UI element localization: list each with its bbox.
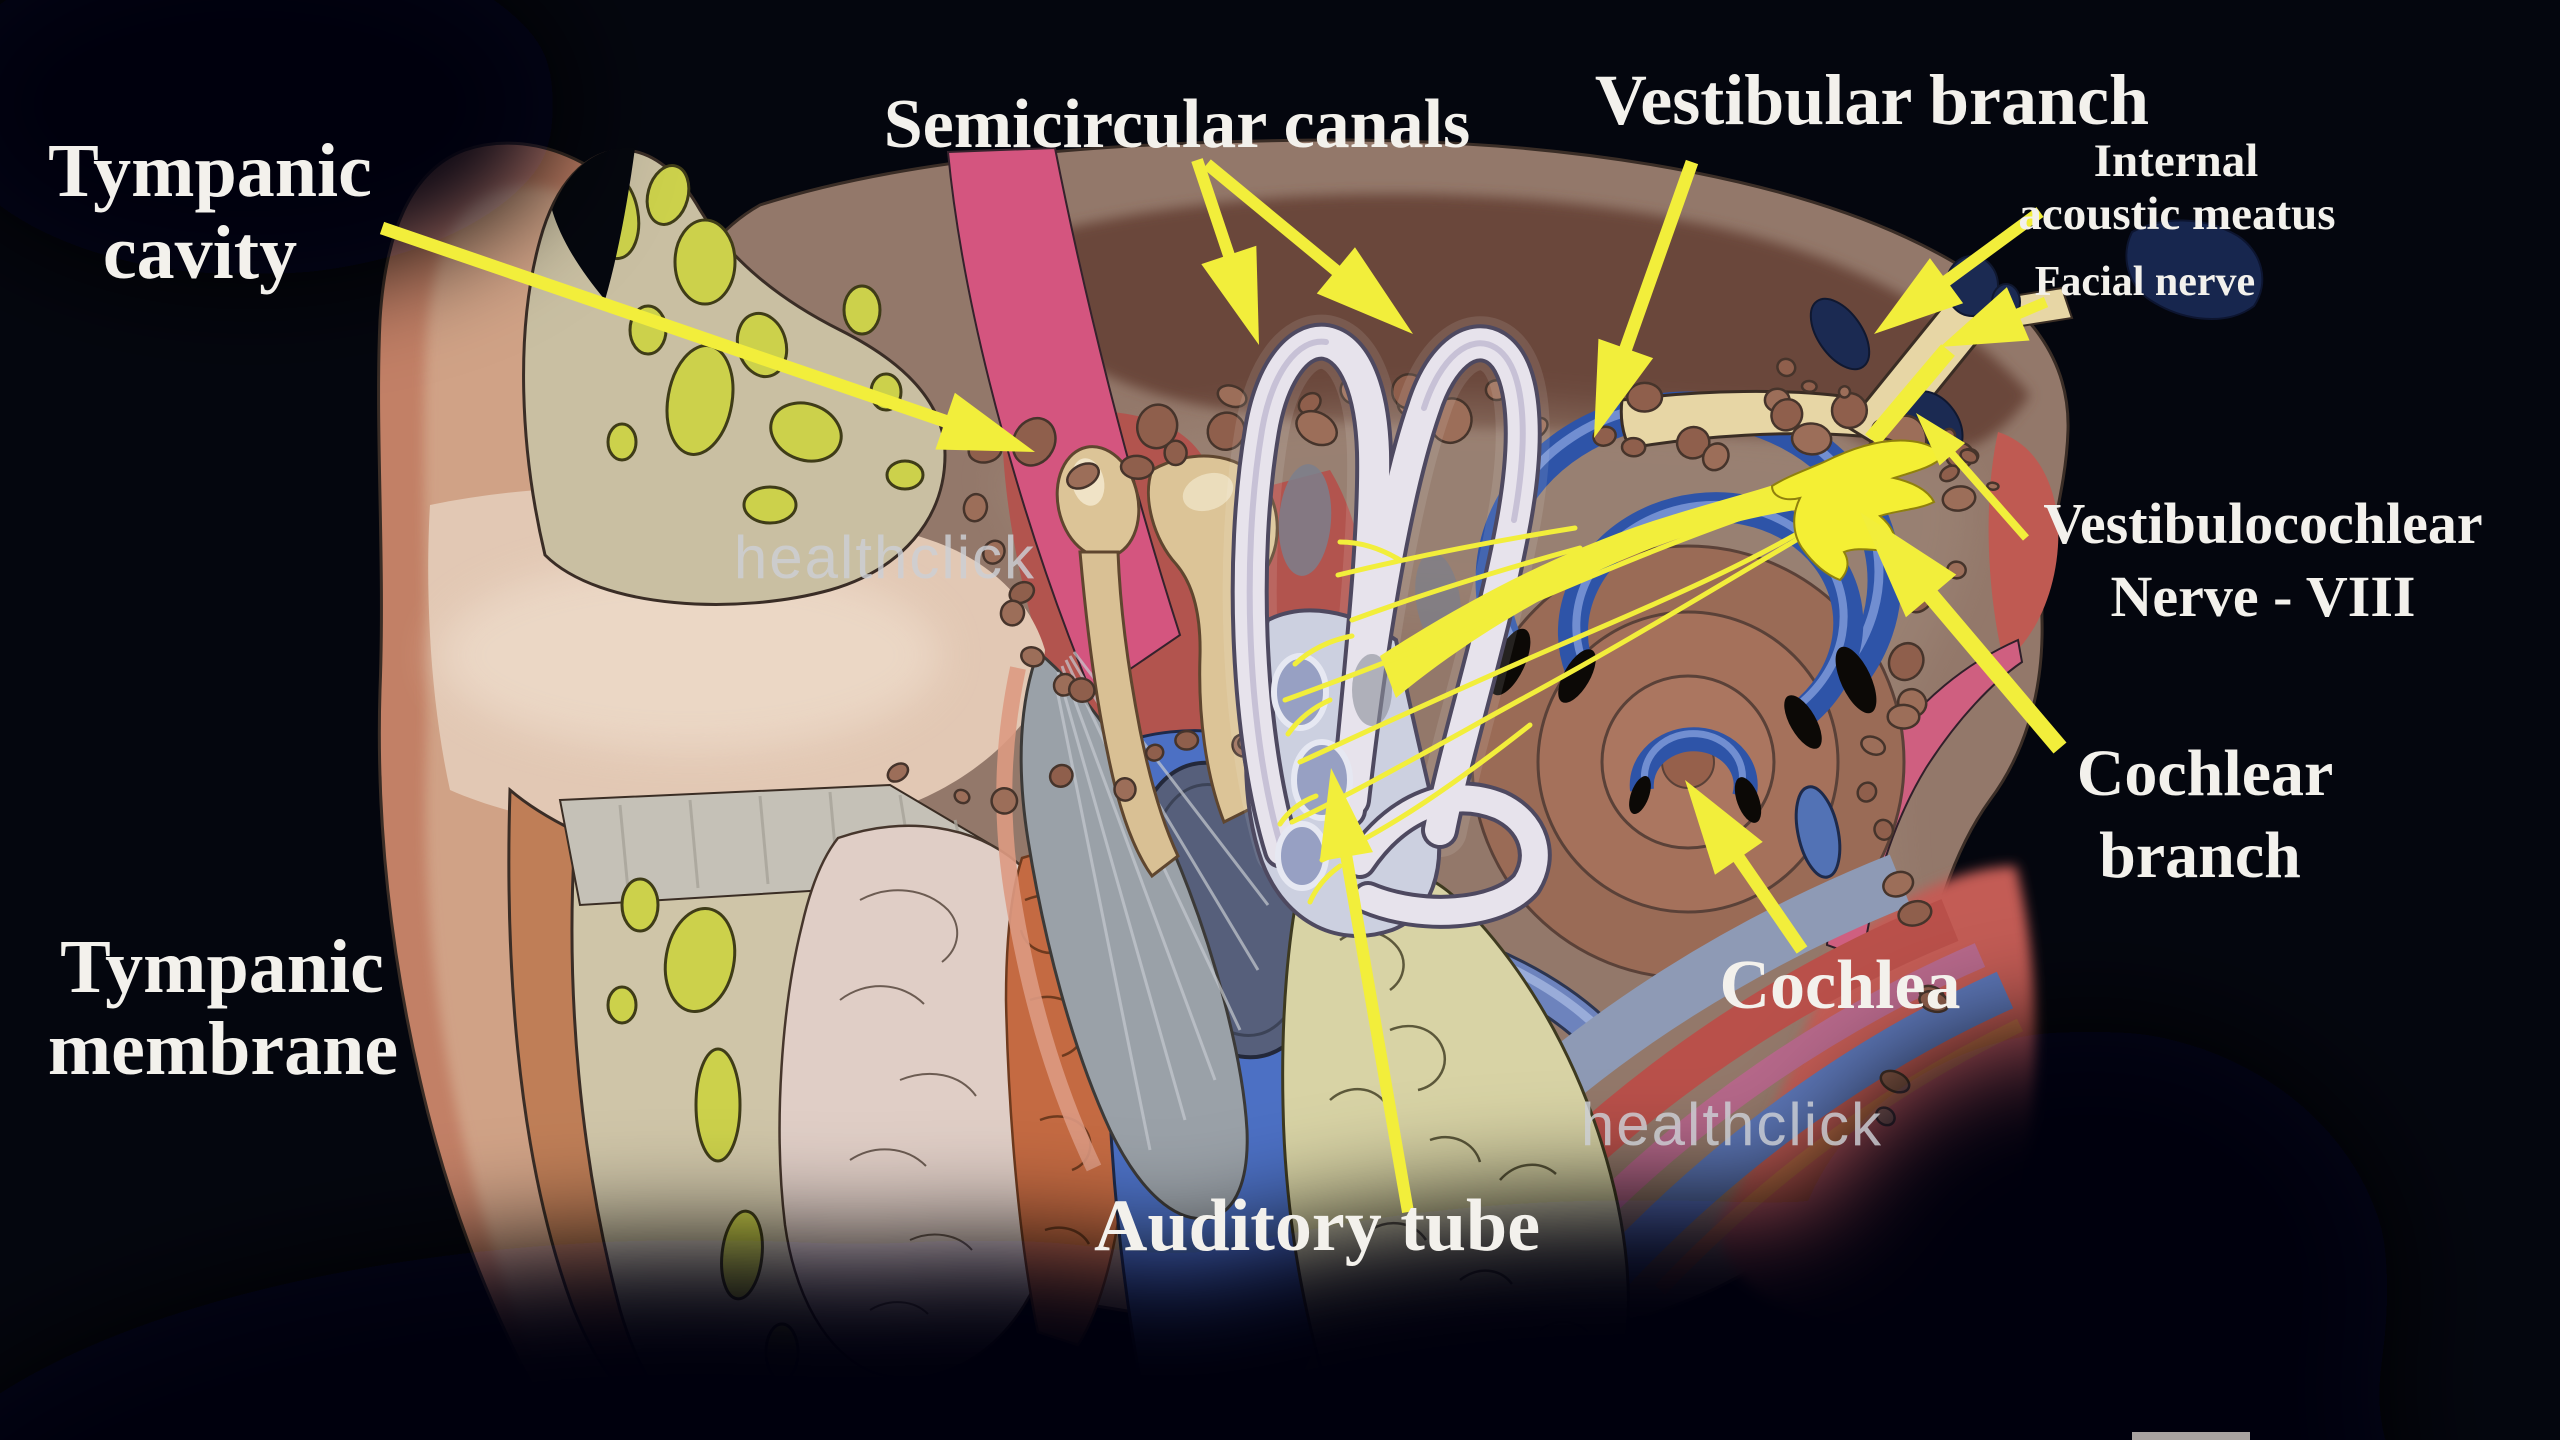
arrow-shaft — [1919, 584, 2067, 754]
label-auditory-tube: Auditory tube — [1094, 1185, 1540, 1267]
label-internal-acoustic-meatus-line2: acoustic meatus — [2018, 188, 2335, 240]
label-facial-nerve: Facial nerve — [2035, 259, 2255, 305]
nerve-fibers — [1277, 495, 1848, 905]
label-internal-acoustic-meatus-line1: Internal — [2094, 135, 2259, 187]
arrow-shaft — [1616, 159, 1699, 359]
semicircular-canals-shape — [1222, 314, 1552, 938]
tympanic-membrane-shape — [996, 649, 1270, 1221]
facial-nerve-yellow — [1865, 344, 1955, 446]
round-window — [1794, 785, 1842, 879]
watermark-healthclick-1: healthclick — [734, 524, 1036, 591]
arrow-shaft — [1203, 159, 1346, 281]
vestibulocochlear-nerve-shape — [1277, 344, 1955, 905]
label-tympanic-cavity-line1: Tympanic — [48, 129, 372, 213]
label-tympanic-membrane-line1: Tympanic — [60, 925, 384, 1009]
label-vestibulocochlear-line1: Vestibulocochlear — [2043, 491, 2482, 556]
arrow-head — [1940, 287, 2030, 347]
leader-arrows — [379, 158, 2067, 1214]
malleus-handle — [1078, 550, 1180, 879]
sigmoid-sinus-navy — [2125, 219, 2264, 320]
arrow-head — [1685, 780, 1763, 875]
arrow-shaft — [1944, 445, 2030, 541]
labels: Tympanic cavity Semicircular canals Vest… — [48, 60, 2483, 1267]
suprameatal-notch — [552, 147, 635, 300]
screen-artifact — [2132, 1432, 2250, 1440]
label-cochlear-branch-line2: branch — [2099, 819, 2301, 892]
label-vestibular-branch: Vestibular branch — [1595, 60, 2149, 140]
label-vestibulocochlear-line2: Nerve - VIII — [2111, 564, 2416, 629]
arrow-shaft — [1339, 847, 1414, 1214]
arrow-head — [1874, 258, 1964, 334]
arrow-head — [1916, 413, 1966, 466]
arrow-head — [1316, 247, 1413, 334]
arrow-head — [1201, 245, 1259, 345]
label-cochlea: Cochlea — [1719, 947, 1960, 1024]
arrow-head — [1860, 512, 1957, 618]
label-tympanic-cavity-line2: cavity — [103, 211, 297, 295]
scala-openings — [1489, 628, 1877, 823]
nerve-fan — [1770, 439, 1946, 582]
arrow-shaft — [1728, 847, 1808, 954]
arrow-shaft — [379, 221, 955, 430]
arrow-shaft — [1191, 158, 1238, 265]
arrow-head — [1594, 338, 1654, 438]
watermark-healthclick-2: healthclick — [1581, 1091, 1883, 1158]
muscle-band — [946, 146, 1182, 697]
arrow-head — [1319, 768, 1373, 862]
label-tympanic-membrane-line2: membrane — [48, 1007, 398, 1091]
arrow-head — [935, 392, 1035, 452]
label-cochlear-branch-line1: Cochlear — [2077, 737, 2334, 810]
vignette — [0, 0, 2390, 1440]
label-semicircular-canals: Semicircular canals — [884, 86, 1471, 163]
arrow-shaft — [1936, 207, 2044, 291]
